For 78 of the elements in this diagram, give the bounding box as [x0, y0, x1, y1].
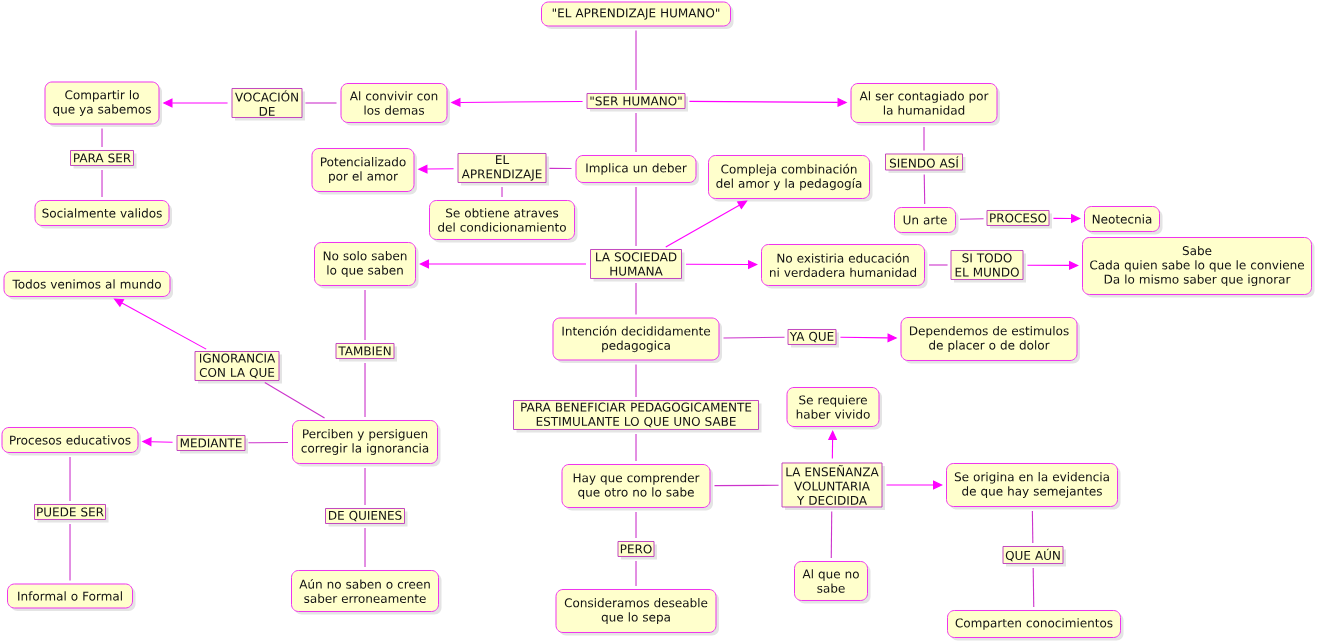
- linking-phrase-box: QUE AÚN: [1002, 546, 1066, 567]
- connector-line: [364, 527, 366, 568]
- concept-box: Neotecnia: [1084, 206, 1163, 235]
- linking-phrase-box: "SER HUMANO": [586, 93, 688, 112]
- concept-box: Un arte: [894, 207, 959, 236]
- linking-phrase-box: PARA SER: [70, 150, 137, 169]
- linking-phrase-box: SIENDO ASÍ: [885, 153, 966, 173]
- arrow: [885, 480, 943, 490]
- linking-phrase-box: SI TODO EL MUNDO: [950, 250, 1026, 283]
- concept-box: Compartir lo que ya sabemos: [44, 81, 162, 127]
- connector-line: [635, 29, 637, 91]
- connector-line: [101, 169, 103, 198]
- linking-phrase-box: LA ENSEÑANZA VOLUNTARIA Y DECIDIDA: [781, 462, 885, 510]
- connector-line: [1032, 567, 1035, 608]
- concept-box: Informal o Formal: [7, 583, 136, 611]
- concept-box: Al convivir con los demas: [340, 83, 450, 126]
- connector-line: [1031, 510, 1034, 544]
- connector-line: [264, 381, 326, 419]
- connector-line: [722, 336, 786, 339]
- concept-box: Implica un deber: [575, 155, 699, 186]
- linking-phrase-box: TAMBIEN: [335, 343, 397, 362]
- connector-line: [364, 362, 366, 418]
- concept-box: Dependemos de estimulos de placer o de dolor: [900, 317, 1080, 364]
- linking-phrase-box: EL APRENDIZAJE: [457, 153, 549, 186]
- connector-line: [501, 186, 503, 198]
- title-box: "EL APRENDIZAJE HUMANO": [541, 1, 734, 29]
- concept-box: Se origina en la evidencia de que hay semejantes: [946, 463, 1121, 510]
- linking-phrase-box: PUEDE SER: [34, 504, 109, 523]
- concept-box: Socialmente validos: [34, 200, 172, 229]
- arrow: [665, 200, 748, 248]
- connector-line: [635, 433, 637, 462]
- concept-box: Al ser contagiado por la humanidad: [850, 83, 1000, 126]
- connector-line: [69, 456, 71, 502]
- linking-phrase-box: DE QUIENES: [325, 508, 408, 527]
- concept-box: No solo saben lo que saben: [314, 242, 419, 289]
- connector-line: [247, 441, 289, 444]
- connector-line: [304, 102, 338, 104]
- connector-line: [101, 127, 103, 148]
- connector-line: [364, 289, 366, 341]
- concept-box: Perciben y persiguen corregir la ignorancia: [292, 420, 441, 467]
- linking-phrase-box: MEDIANTE: [176, 435, 248, 454]
- concept-box: Todos venimos al mundo: [3, 271, 173, 300]
- concept-box: Al que no sabe: [794, 561, 871, 604]
- connector-line: [635, 560, 637, 587]
- connector-line: [548, 167, 573, 170]
- connector-line: [635, 186, 637, 247]
- connector-line: [928, 264, 949, 266]
- connector-line: [364, 467, 366, 506]
- connector-line: [69, 523, 71, 582]
- concept-box: Hay que comprender que otro no lo sabe: [561, 464, 713, 511]
- linking-phrase-box: IGNORANCIA CON LA QUE: [194, 351, 282, 384]
- linking-phrase-box: PARA BENEFICIAR PEDAGOGICAMENTE ESTIMULANTE LO QUE UNO SABE: [513, 400, 762, 433]
- connector-line: [635, 511, 637, 539]
- concept-box: Compleja combinación del amor y la pedagogía: [708, 155, 873, 202]
- concept-box: Sabe Cada quien sabe lo que le conviene Da lo mismo saber que ignorar: [1082, 237, 1315, 298]
- connector-line: [959, 218, 985, 220]
- connector-line: [923, 173, 926, 205]
- concept-box: Se obtiene atraves del condicionamiento: [429, 200, 578, 243]
- connector-line: [635, 282, 637, 316]
- arrow: [419, 259, 587, 269]
- linking-phrase-box: LA SOCIEDAD HUMANA: [590, 249, 685, 282]
- connector-line: [635, 363, 637, 398]
- concept-box: No existiria educación ni verdadera humanidad: [761, 244, 928, 289]
- concept-box: Potencializado por el amor: [311, 148, 417, 195]
- concept-box: Comparten conocimientos: [947, 610, 1124, 641]
- linking-phrase-box: VOCACIÓN DE: [231, 88, 305, 121]
- concept-box: Procesos educativos: [1, 427, 141, 456]
- concept-box: Aún no saben o creen saber erroneamente: [291, 570, 442, 615]
- concept-box: Se requiere haber vivido: [786, 387, 882, 430]
- linking-phrase-box: PERO: [617, 541, 657, 560]
- connector-line: [713, 484, 780, 487]
- concept-box: Consideramos deseable que lo sepa: [555, 589, 719, 636]
- connector-line: [923, 126, 925, 152]
- linking-phrase-box: YA QUE: [787, 329, 839, 348]
- concept-box: Intención decididamente pedagogica: [552, 317, 722, 363]
- connector-line: [635, 112, 637, 153]
- linking-phrase-box: PROCESO: [986, 210, 1052, 229]
- connector-line: [830, 510, 833, 559]
